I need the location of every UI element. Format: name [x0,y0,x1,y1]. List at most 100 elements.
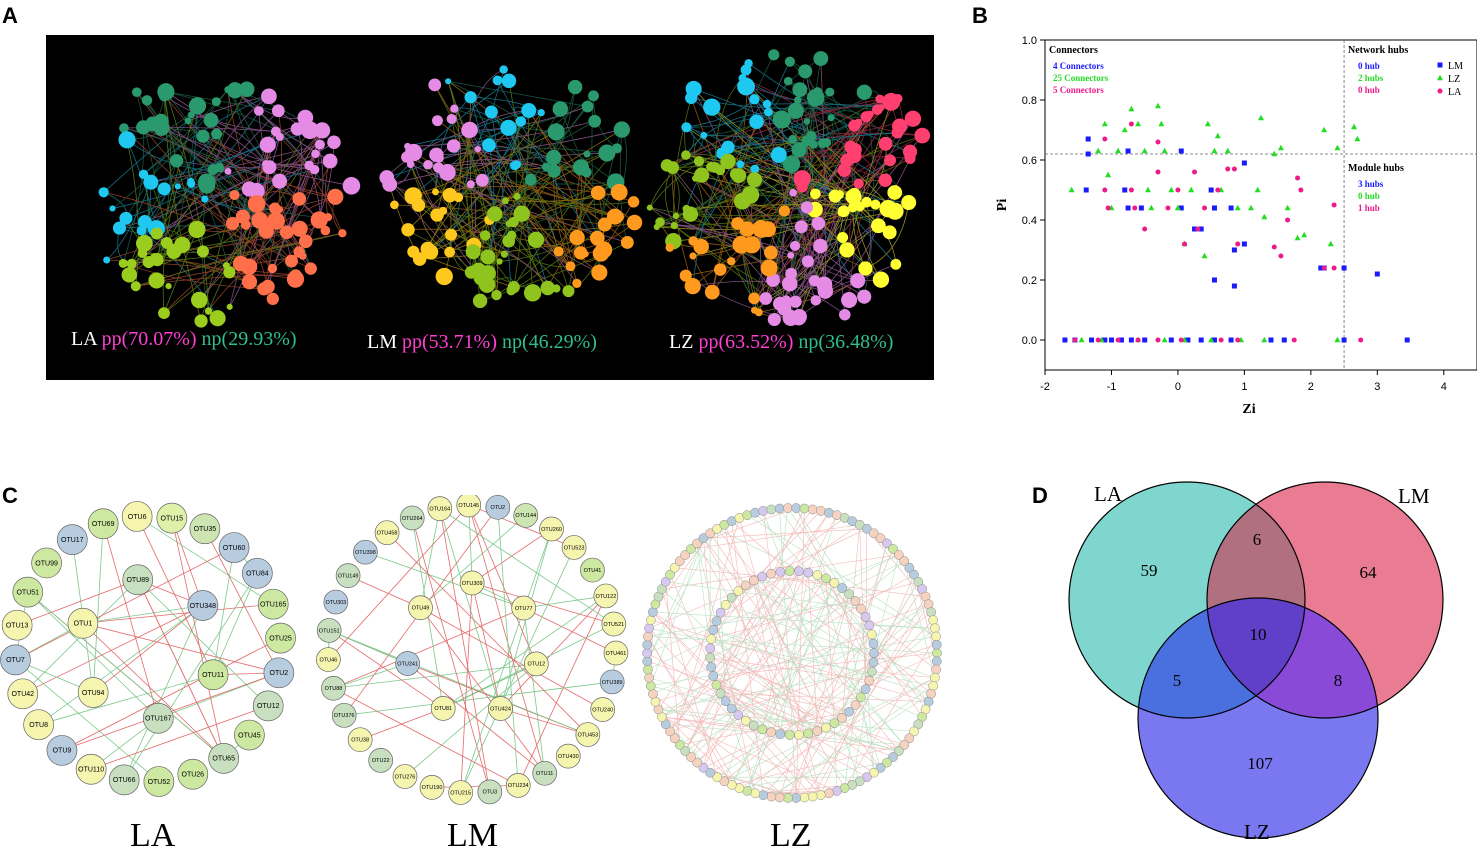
otu-node [865,621,874,630]
network-node [148,272,164,288]
network-node [103,257,110,264]
otu-node: OTU12 [524,652,548,676]
network-node [812,217,825,230]
network-node [870,200,880,210]
point-lm [1342,338,1347,343]
otu-node [775,504,784,513]
network-node [666,243,674,251]
network-node [628,196,639,207]
point-lm [1129,338,1134,343]
connectors-count: 5 Connectors [1053,85,1104,95]
otu-edge [713,653,937,676]
otu-node-label: OTU110 [78,767,104,774]
network-node [809,275,820,286]
otu-node-label: OTU84 [246,571,269,578]
network-node [476,174,489,187]
network-panel: LA pp(70.07%) np(29.93%) LM pp(53.71%) n… [46,35,934,380]
network-node [305,262,317,274]
network-node [251,212,268,229]
otu-node [749,721,758,730]
network-node [127,259,137,269]
network-node [479,277,495,293]
otu-node: OTU45 [234,720,264,750]
network-node [731,217,744,230]
network-node [502,235,515,248]
otu-edge [93,524,103,693]
point-lz [1135,121,1141,127]
point-la [1322,266,1327,271]
network-node [771,147,787,163]
network-node [423,160,433,170]
network-node [768,313,781,326]
otu-node-label: OTU65 [212,756,235,763]
network-node [154,120,170,136]
otu-node: OTU41 [580,558,604,582]
otu-node: OTU15 [157,503,187,533]
network-lz [647,49,930,326]
otu-node [821,723,830,732]
otu-node: OTU22 [369,748,393,772]
point-lm [1109,338,1114,343]
point-lz [1258,115,1264,121]
point-lz [1278,145,1284,151]
y-tick-label: 0.4 [1022,215,1037,227]
otu-node: OTU144 [514,503,538,527]
series-la [1072,122,1363,343]
otu-node [856,604,865,613]
otu-edge [412,518,490,792]
network-node [508,281,520,293]
network-node [705,285,720,300]
point-la [1235,242,1240,247]
network-hubs-count: 2 hubs [1358,73,1384,83]
otu-node-label: OTU122 [595,594,616,600]
point-lz [1271,151,1277,157]
network-node [528,232,544,248]
otu-node [716,608,725,617]
otu-node: OTU65 [209,743,239,773]
otu-node: OTU8 [24,710,54,740]
otu-node-label: OTU1 [74,621,93,628]
network-node [198,173,216,191]
otu-node [932,648,941,657]
network-node [292,192,306,206]
network-node [170,154,183,167]
otu-node [785,566,794,575]
otu-network-title-la: LA [130,817,175,855]
network-node [196,130,209,143]
otu-node [741,716,750,725]
otu-node [643,640,652,649]
network-node [208,164,219,175]
network-node [914,128,930,144]
module-hubs-count: 0 hub [1358,191,1380,201]
network-node [464,91,476,103]
point-la [1292,338,1297,343]
venn-label-lm: LM [1398,484,1430,509]
otu-node [767,505,776,514]
point-lz [1095,148,1101,154]
y-tick-label: 0.8 [1022,95,1037,107]
point-lz [1162,337,1168,343]
otu-edge [524,608,616,653]
network-node [574,246,587,259]
otu-node [712,680,721,689]
point-lm [1169,338,1174,343]
otu-edge [732,583,835,785]
otu-node [794,567,803,576]
otu-node-label: OTU25 [269,635,292,642]
y-tick-label: 1.0 [1022,35,1037,47]
otu-node [830,578,839,587]
network-node [905,153,916,164]
otu-node [751,508,760,517]
otu-node-label: OTU215 [450,790,471,796]
otu-node-label: OTU81 [434,706,452,712]
otu-node-label: OTU461 [606,651,627,657]
otu-node: OTU35 [190,514,220,544]
network-node [267,293,279,305]
otu-node [707,634,716,643]
network-node [272,174,287,189]
network-node [225,168,232,175]
network-node [732,236,750,254]
network-node [893,94,902,103]
point-lz [1115,148,1121,154]
